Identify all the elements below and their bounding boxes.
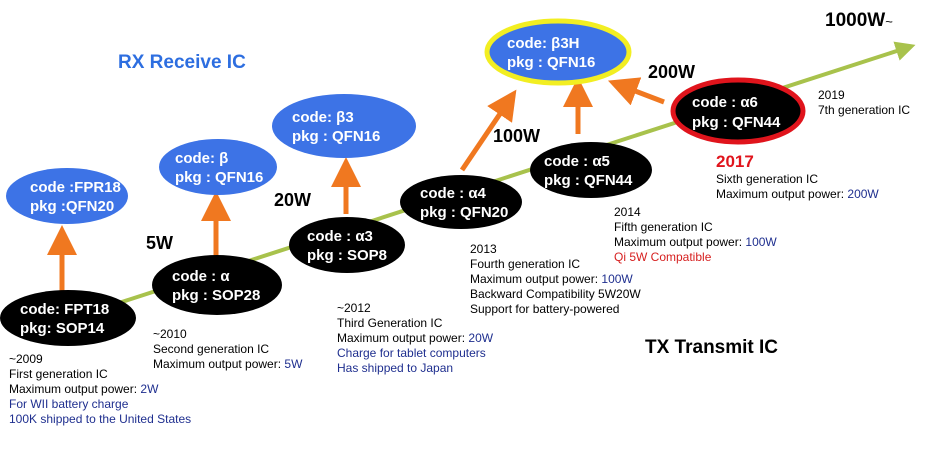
note-2017: 2017 Sixth generation IC Maximum output … xyxy=(716,152,879,202)
note-2009-power: Maximum output power: 2W xyxy=(9,382,191,397)
tx-alpha-code: code : α xyxy=(172,268,230,285)
note-2014-extra1: Qi 5W Compatible xyxy=(614,250,712,264)
note-2009-extra1: For WII battery charge xyxy=(9,397,129,411)
tx-title: TX Transmit IC xyxy=(645,337,779,358)
rx-beta-pkg: pkg : QFN16 xyxy=(175,169,263,186)
note-2013-year: 2013 xyxy=(470,242,497,256)
tx-node-fpt18: code: FPT18 pkg: SOP14 xyxy=(0,290,136,346)
rx-beta3h-pkg: pkg : QFN16 xyxy=(507,54,595,71)
tx-alpha5-pkg: pkg : QFN44 xyxy=(544,172,633,189)
note-2009: ~2009 First generation IC Maximum output… xyxy=(9,352,191,427)
tx-alpha3-pkg: pkg : SOP8 xyxy=(307,247,387,264)
note-2013-extra1: Backward Compatibility 5W20W xyxy=(470,287,641,301)
rx-beta-code: code: β xyxy=(175,150,228,167)
note-2009-gen: First generation IC xyxy=(9,367,108,381)
note-2012: ~2012 Third Generation IC Maximum output… xyxy=(337,301,493,376)
note-2014: 2014 Fifth generation IC Maximum output … xyxy=(614,205,777,265)
note-2019: 2019 7th generation IC xyxy=(818,88,910,118)
note-2012-power-value: 20W xyxy=(468,331,494,345)
tx-node-alpha3: code : α3 pkg : SOP8 xyxy=(289,217,405,273)
note-2012-gen: Third Generation IC xyxy=(337,316,443,330)
note-2010-power: Maximum output power: 5W xyxy=(153,357,302,372)
note-2017-power-value: 200W xyxy=(847,187,879,201)
note-2012-year: ~2012 xyxy=(337,301,371,315)
note-2009-year: ~2009 xyxy=(9,352,43,366)
power-label-200w: 200W xyxy=(648,62,696,82)
note-2019-gen: 7th generation IC xyxy=(818,103,911,117)
note-2014-power-label: Maximum output power: xyxy=(614,235,746,249)
note-2009-extra2: 100K shipped to the United States xyxy=(9,412,192,426)
note-2010-year: ~2010 xyxy=(153,327,187,341)
rx-beta3-pkg: pkg : QFN16 xyxy=(292,128,380,145)
tx-alpha6-pkg: pkg : QFN44 xyxy=(692,114,781,131)
note-2013-gen: Fourth generation IC xyxy=(470,257,581,271)
tx-fpt18-pkg: pkg: SOP14 xyxy=(20,320,105,337)
rx-beta3h-code: code: β3H xyxy=(507,35,580,52)
tx-node-alpha5: code : α5 pkg : QFN44 xyxy=(530,142,652,198)
note-2017-year: 2017 xyxy=(716,152,754,171)
tx-alpha6-code: code : α6 xyxy=(692,94,758,111)
note-2013-power-value: 100W xyxy=(601,272,633,286)
rx-beta3-code: code: β3 xyxy=(292,109,354,126)
tx-alpha4-code: code : α4 xyxy=(420,185,487,202)
note-2014-year: 2014 xyxy=(614,205,641,219)
note-2013-power-label: Maximum output power: xyxy=(470,272,602,286)
top-power-label: 1000W~ xyxy=(825,10,893,32)
note-2012-extra1: Charge for tablet computers xyxy=(337,346,486,360)
note-2010-gen: Second generation IC xyxy=(153,342,270,356)
rx-title: RX Receive IC xyxy=(118,52,246,73)
rx-node-fpr18: code :FPR18 pkg :QFN20 xyxy=(6,168,128,224)
note-2014-power-value: 100W xyxy=(745,235,777,249)
power-label-5w: 5W xyxy=(146,233,173,253)
tx-alpha-pkg: pkg : SOP28 xyxy=(172,287,260,304)
tx-alpha5-code: code : α5 xyxy=(544,153,610,170)
note-2019-year: 2019 xyxy=(818,88,845,102)
rx-fpr18-pkg: pkg :QFN20 xyxy=(30,198,114,215)
tx-fpt18-code: code: FPT18 xyxy=(20,301,109,318)
note-2014-power: Maximum output power: 100W xyxy=(614,235,777,250)
tx-node-alpha4: code : α4 pkg : QFN20 xyxy=(400,175,522,229)
note-2010-power-label: Maximum output power: xyxy=(153,357,285,371)
arrow-alpha6-to-beta3h xyxy=(607,77,665,106)
note-2012-power: Maximum output power: 20W xyxy=(337,331,493,346)
note-2009-power-value: 2W xyxy=(140,382,159,396)
power-label-20w: 20W xyxy=(274,190,312,210)
note-2010: ~2010 Second generation IC Maximum outpu… xyxy=(153,327,302,372)
top-power-suffix: ~ xyxy=(885,14,893,29)
tx-alpha4-pkg: pkg : QFN20 xyxy=(420,204,508,221)
note-2014-gen: Fifth generation IC xyxy=(614,220,713,234)
note-2017-power-label: Maximum output power: xyxy=(716,187,848,201)
note-2013-extra2: Support for battery-powered xyxy=(470,302,620,316)
note-2012-power-label: Maximum output power: xyxy=(337,331,469,345)
tx-node-alpha: code : α pkg : SOP28 xyxy=(152,255,282,315)
arrow-alpha4-to-beta3h xyxy=(459,89,517,172)
note-2010-power-value: 5W xyxy=(284,357,303,371)
note-2009-power-label: Maximum output power: xyxy=(9,382,141,396)
rx-node-beta3: code: β3 pkg : QFN16 xyxy=(272,94,416,158)
rx-fpr18-code: code :FPR18 xyxy=(30,179,121,196)
note-2013-power: Maximum output power: 100W xyxy=(470,272,641,287)
rx-node-beta: code: β pkg : QFN16 xyxy=(159,139,277,195)
tx-node-alpha6: code : α6 pkg : QFN44 xyxy=(670,77,806,145)
note-2013: 2013 Fourth generation IC Maximum output… xyxy=(470,242,641,317)
tx-alpha3-code: code : α3 xyxy=(307,228,373,245)
note-2017-power: Maximum output power: 200W xyxy=(716,187,879,202)
rx-node-beta3h: code: β3H pkg : QFN16 xyxy=(484,18,632,86)
power-label-100w: 100W xyxy=(493,126,541,146)
note-2012-extra2: Has shipped to Japan xyxy=(337,361,454,375)
top-power-value: 1000W xyxy=(825,10,886,31)
note-2017-gen: Sixth generation IC xyxy=(716,172,819,186)
